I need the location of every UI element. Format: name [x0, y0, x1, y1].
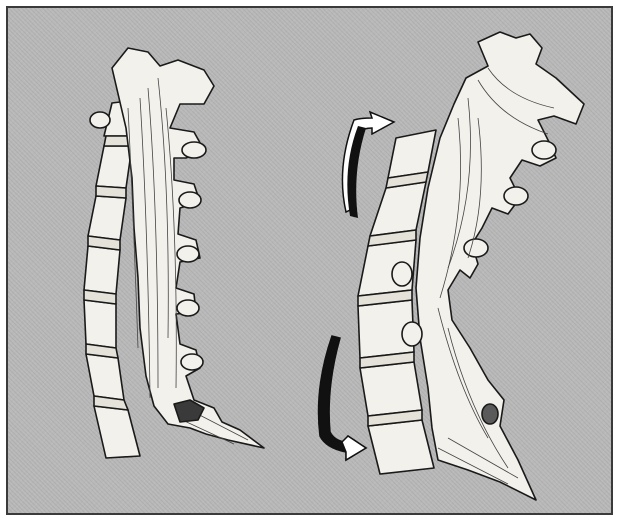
left-transverse-process	[177, 246, 199, 262]
right-transverse-process	[392, 262, 412, 286]
right-transverse-process	[482, 404, 498, 424]
left-transverse-process	[179, 192, 201, 208]
left-transverse-process	[182, 142, 206, 158]
left-transverse-process	[181, 354, 203, 370]
right-spine-rotated	[358, 32, 584, 500]
right-transverse-process	[532, 141, 556, 159]
right-transverse-process	[464, 239, 488, 257]
left-transverse-process	[90, 112, 110, 128]
right-transverse-process	[504, 187, 528, 205]
right-posterior-elements	[416, 32, 584, 500]
left-spine-neutral	[84, 48, 264, 458]
right-transverse-process	[402, 322, 422, 346]
illustration-frame	[6, 6, 613, 515]
left-transverse-process	[177, 300, 199, 316]
spine-illustration	[8, 8, 611, 513]
